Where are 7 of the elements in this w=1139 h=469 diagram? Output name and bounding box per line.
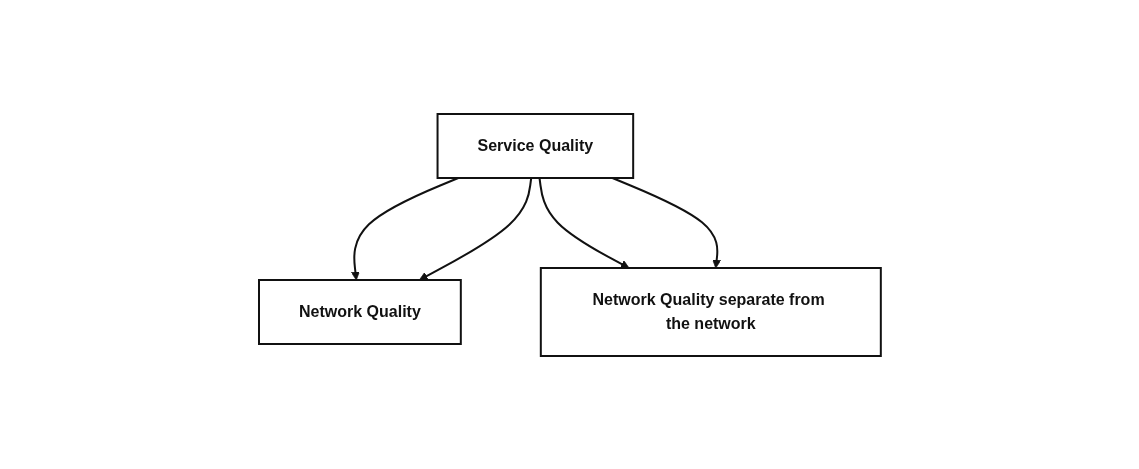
arrow [611, 176, 721, 268]
node-box: Network Quality separate from the network [539, 266, 882, 357]
node-box: Service Quality [436, 112, 634, 179]
arrow [418, 176, 532, 280]
arrow [350, 176, 459, 280]
arrow [538, 176, 629, 268]
node-box: Network Quality [257, 278, 462, 345]
